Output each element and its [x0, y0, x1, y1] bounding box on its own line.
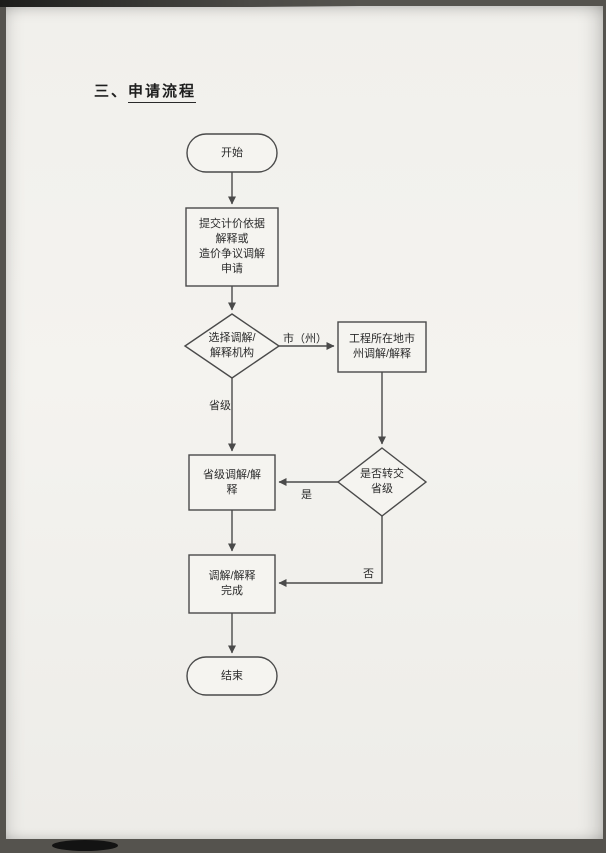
provincial-node-label: 省级调解/解 释 [202, 468, 262, 496]
end-node-label: 结束 [221, 669, 243, 682]
complete-node-shape [188, 554, 276, 614]
edge-transfer-no-to-complete [278, 516, 383, 587]
scan-artifact-top-edge [0, 0, 360, 7]
edge-label-yes: 是 [301, 489, 312, 501]
complete-node-label: 调解/解释 完成 [208, 570, 256, 597]
submit-node-label: 提交计价依据 解释或 造价争议调解 申请 [199, 218, 265, 275]
edge-label-no: 否 [363, 568, 374, 580]
choose-decision-shape [183, 313, 281, 379]
section-heading-title: 申请流程 [128, 83, 197, 103]
choose-decision-label: 选择调解/ 解释机构 [208, 332, 256, 359]
section-heading-number: 三、 [94, 83, 129, 100]
transfer-decision-label: 是否转交 省级 [360, 468, 404, 495]
city-node-shape [337, 321, 427, 373]
edge-label-provincial-branch: 省级 [209, 400, 231, 412]
document-page [6, 6, 603, 839]
end-node-shape [186, 656, 278, 696]
edge-label-city-branch: 市（州） [283, 333, 327, 345]
city-node-label: 工程所在地市 州调解/解释 [349, 333, 415, 360]
submit-node-shape [185, 207, 279, 287]
scan-artifact-bottom-blob [52, 840, 118, 851]
provincial-node-shape [188, 454, 276, 511]
start-node-shape [186, 133, 278, 173]
transfer-decision-shape [336, 447, 428, 517]
section-heading: 三、申请流程 [94, 80, 197, 103]
start-node-label: 开始 [221, 146, 243, 159]
